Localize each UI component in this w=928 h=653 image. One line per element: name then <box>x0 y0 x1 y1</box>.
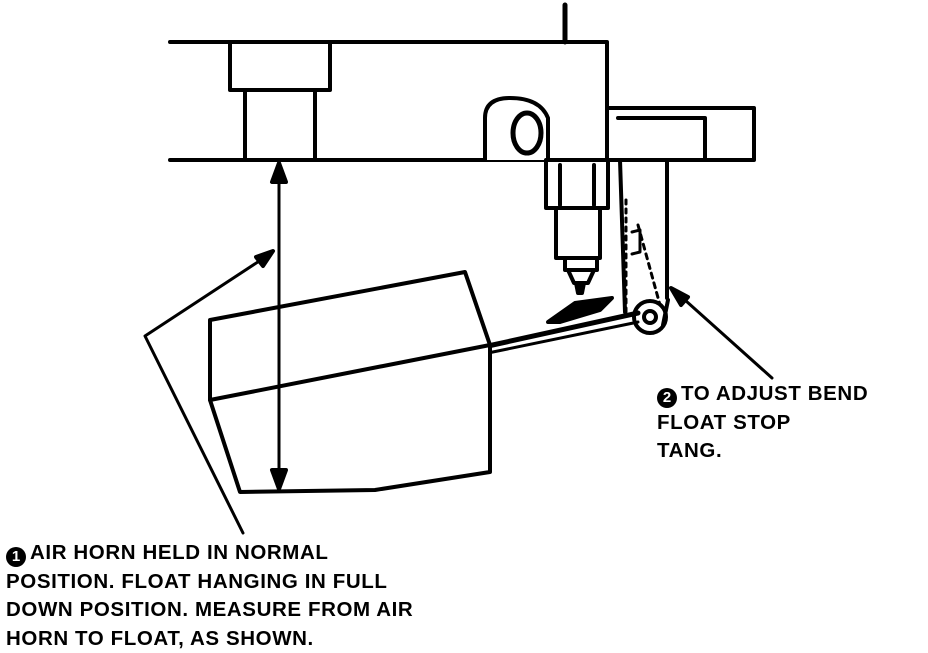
float-lever <box>488 298 638 353</box>
callout-number-badge: 2 <box>657 388 677 408</box>
float <box>210 272 490 492</box>
needle-valve <box>546 160 608 293</box>
callout-1-line: HORN TO FLOAT, AS SHOWN. <box>6 625 413 653</box>
callout-2-line: TANG. <box>657 437 868 466</box>
callout-1-line: DOWN POSITION. MEASURE FROM AIR <box>6 596 413 625</box>
callout-2-leader <box>671 288 772 378</box>
air-horn <box>170 5 754 160</box>
callout-1-line: POSITION. FLOAT HANGING IN FULL <box>6 568 413 597</box>
callout-number-badge: 1 <box>6 547 26 567</box>
callout-2-line: FLOAT STOP <box>657 409 868 438</box>
callout-text: AIR HORN HELD IN NORMAL <box>30 541 329 564</box>
float-hinge-arm <box>620 160 668 333</box>
callout-text: TO ADJUST BEND <box>681 382 868 405</box>
